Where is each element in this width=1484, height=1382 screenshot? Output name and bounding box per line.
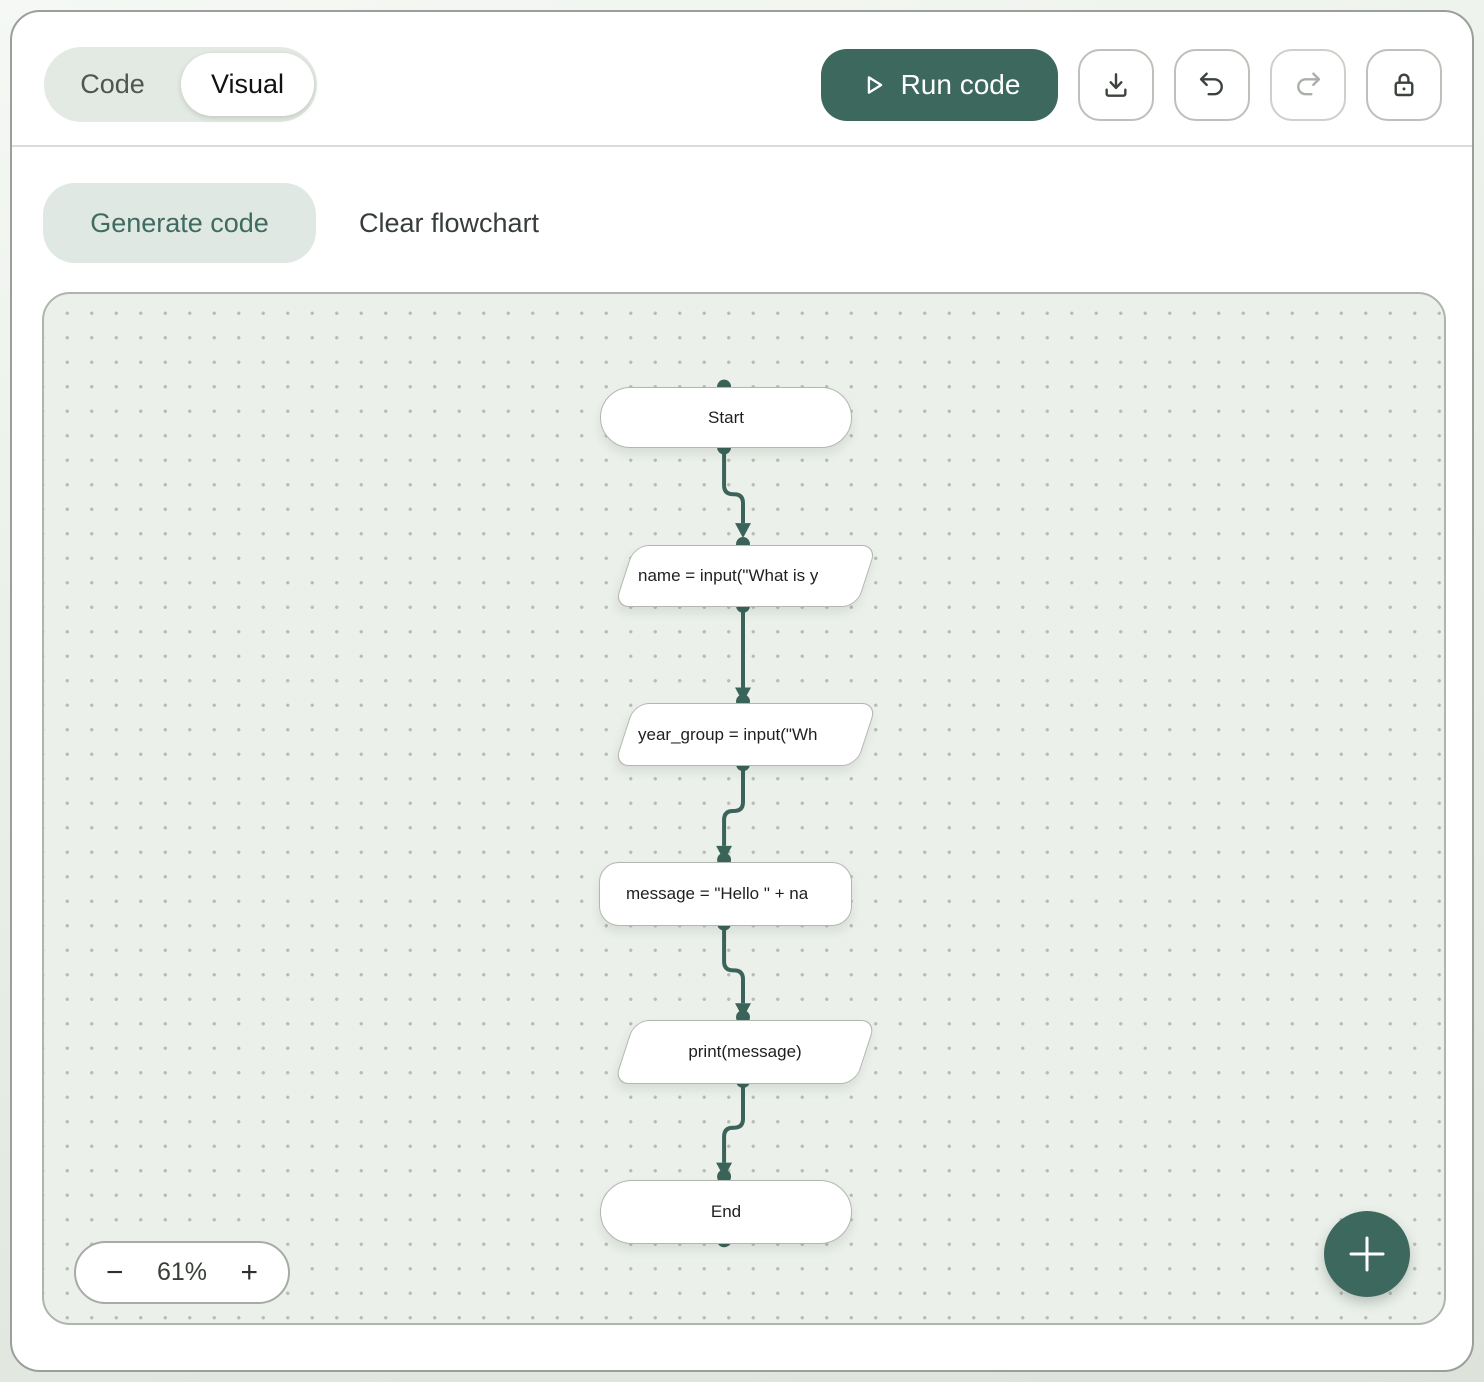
node-assign-message[interactable]: message = "Hello " + na [599,862,852,926]
lock-icon [1388,69,1420,101]
download-icon [1100,69,1132,101]
clear-flowchart-button[interactable]: Clear flowchart [359,183,539,263]
flow-edges-layer [716,379,751,1248]
node-label: print(message) [688,1042,802,1061]
toolbar: Code Visual Run code [12,12,1472,147]
editor-window: Code Visual Run code [10,10,1474,1372]
flowchart-canvas[interactable]: Start name = input("What is y year_group… [42,292,1446,1325]
node-end[interactable]: End [600,1180,852,1244]
run-code-label: Run code [900,69,1021,100]
node-start[interactable]: Start [600,387,852,448]
redo-button[interactable] [1270,49,1346,121]
add-node-button[interactable] [1324,1211,1410,1297]
arrowhead-icon [735,523,751,539]
edge-yeargroup-to-message [722,764,745,846]
toggle-option-code[interactable]: Code [80,69,145,99]
zoom-in-button[interactable]: + [240,1255,258,1289]
connection-handles[interactable] [717,379,750,1248]
node-label: Start [708,407,744,427]
node-label: message = "Hello " + na [626,884,809,903]
code-visual-toggle[interactable]: Code Visual [44,47,317,122]
zoom-level: 61% [156,1258,208,1286]
node-print-message[interactable]: print(message) [612,1020,878,1084]
node-input-year-group[interactable]: year_group = input("Wh [612,703,879,766]
actions-bar: Generate code Clear flowchart [12,147,1472,292]
node-label: name = input("What is y [638,566,819,585]
node-label: End [710,1202,742,1221]
node-label: year_group = input("Wh [638,724,818,744]
plus-icon [1345,1232,1389,1276]
zoom-out-button[interactable]: − [106,1255,124,1289]
generate-code-button[interactable]: Generate code [43,183,316,263]
edge-message-to-print [722,923,745,1004]
play-icon [859,71,887,99]
redo-icon [1292,69,1324,101]
zoom-control: − 61% + [74,1241,290,1304]
node-input-name[interactable]: name = input("What is y [612,545,879,607]
edge-start-to-name [722,447,745,524]
undo-button[interactable] [1174,49,1250,121]
toggle-option-visual[interactable]: Visual [181,53,314,116]
download-button[interactable] [1078,49,1154,121]
lock-button[interactable] [1366,49,1442,121]
edge-print-to-end [722,1080,745,1163]
undo-icon [1196,69,1228,101]
run-code-button[interactable]: Run code [821,49,1058,121]
